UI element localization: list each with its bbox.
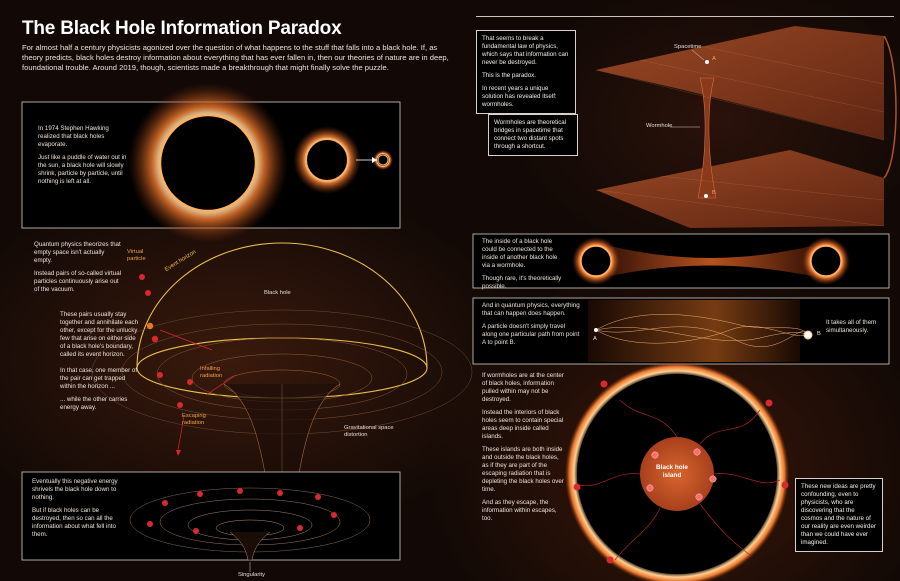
wormhole-spacetime-sheet	[595, 26, 897, 228]
gravitational-distortion-label: Gravitational space distortion	[344, 425, 394, 438]
islands-p2: Instead the interiors of black holes see…	[482, 409, 564, 440]
escaping-radiation-label: Escaping radiation	[182, 413, 206, 426]
quantum-text: Quantum physics theorizes that empty spa…	[34, 241, 122, 299]
hawking-p2: Just like a puddle of water out in the s…	[38, 154, 127, 185]
shrink-text: Eventually this negative energy shrivels…	[32, 478, 128, 544]
point-a-label: A	[593, 336, 597, 342]
black-hole-label: Black hole	[264, 290, 291, 296]
quantum-p2: Instead pairs of so-called virtual parti…	[34, 270, 122, 293]
infalling-radiation-label: Infalling radiation	[200, 366, 223, 379]
page-title: The Black Hole Information Paradox	[22, 18, 342, 39]
connected-text: The inside of a black hole could be conn…	[482, 238, 566, 296]
virtual-particle-label: Virtual particle	[127, 249, 146, 262]
conclusion-box: These new ideas are pretty confounding, …	[795, 478, 883, 552]
pairs-text: These pairs usually stay together and an…	[60, 311, 142, 417]
qpaths-p2: A particle doesn't simply travel along o…	[482, 323, 580, 346]
shrinking-grid	[129, 487, 371, 572]
spacetime-label: Spacetime	[674, 44, 702, 50]
shrink-p1: Eventually this negative energy shrivels…	[32, 478, 118, 501]
black-hole-island-label: Black hole island	[656, 464, 688, 479]
wormhole-definition-box: Wormholes are theoretical bridges in spa…	[488, 114, 578, 156]
wormhole-label: Wormhole	[646, 123, 673, 129]
point-b-label: B	[817, 331, 821, 337]
paradox-p3: In recent years a unique solution has re…	[482, 85, 557, 108]
islands-p1: If wormholes are at the center of black …	[482, 372, 564, 403]
quantum-p1: Quantum physics theorizes that empty spa…	[34, 241, 121, 264]
point-b-top-label: B	[712, 190, 716, 196]
paradox-p1: That seems to break a fundamental law of…	[482, 35, 569, 66]
paradox-p2: This is the paradox.	[482, 72, 536, 79]
all-paths-text: It takes all of them simultaneously.	[826, 319, 877, 334]
title-divider	[476, 16, 894, 17]
quantum-paths-text: And in quantum physics, everything that …	[482, 302, 580, 352]
evaporating-black-holes	[128, 83, 393, 243]
islands-text: If wormholes are at the center of black …	[482, 372, 566, 528]
singularity-label: Singularity	[238, 572, 266, 578]
islands-p4: And as they escape, the information with…	[482, 499, 557, 522]
connected-p2: Though rare, it's theoretically possible…	[482, 275, 562, 290]
connected-p1: The inside of a black hole could be conn…	[482, 238, 558, 269]
qpaths-p1: And in quantum physics, everything that …	[482, 302, 580, 317]
paradox-box: That seems to break a fundamental law of…	[476, 30, 576, 114]
pairs-p3: ... while the other carries energy away.	[60, 396, 128, 411]
connected-black-holes	[572, 237, 850, 285]
quantum-paths	[588, 300, 813, 362]
islands-p3: These islands are both inside and outsid…	[482, 446, 564, 493]
intro-text: For almost half a century physicists ago…	[22, 43, 449, 72]
black-hole-island	[565, 362, 789, 581]
pairs-p2: In that case, one member of the pair can…	[60, 367, 138, 390]
shrink-p2: But if black holes can be destroyed, the…	[32, 507, 116, 538]
event-horizon-diagram	[91, 242, 473, 540]
hawking-text: In 1974 Stephen Hawking realized that bl…	[38, 125, 128, 191]
hawking-p1: In 1974 Stephen Hawking realized that bl…	[38, 125, 109, 148]
point-a-top-label: A	[712, 56, 716, 62]
pairs-p1: These pairs usually stay together and an…	[60, 311, 139, 358]
